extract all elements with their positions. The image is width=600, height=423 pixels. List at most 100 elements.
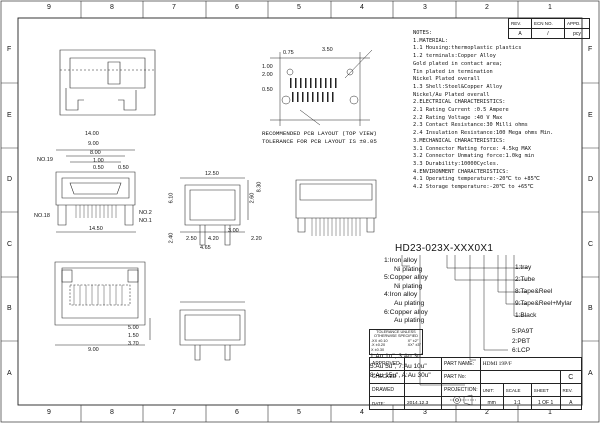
checked-label: CHECKED (369, 370, 405, 384)
option: Au plating (394, 317, 425, 325)
unit-label: UNIT: (479, 383, 504, 397)
dim-label: NO.1 (139, 218, 152, 224)
zone-letter: F (7, 46, 12, 53)
ecn-header: ECN NO. (531, 18, 565, 29)
sheet-label: SHEET (530, 383, 561, 397)
tolerance-value: .X ±0.20 (371, 343, 386, 348)
dim-label: 2.50 (186, 236, 197, 242)
pcb-caption-line2: TOLERANCE FOR PCB LAYOUT IS ±0.05 (262, 137, 377, 145)
zone-number: 6 (235, 4, 239, 11)
dim-label: 1.00 (262, 64, 273, 70)
option: 9:Tape&Reel+Mylar (515, 300, 572, 307)
dim-label: 8.00 (90, 150, 101, 156)
note-line: 1.2 terminals:Copper Alloy (413, 53, 496, 60)
option: 6:LCP (512, 347, 531, 354)
zone-number: 2 (485, 4, 489, 11)
drawed-label: DRAWED (369, 383, 405, 397)
note-line: 4.ENVIRONMENT CHARACTERISTICS: (413, 168, 509, 175)
note-line: Nickel/Au Plated overall (413, 91, 490, 98)
zone-number: 4 (360, 4, 364, 11)
note-line: Nickel Plated overall (413, 76, 480, 83)
tolerance-value: XX° ±3° (407, 343, 421, 348)
rev-value: A (559, 396, 583, 410)
dim-label: 2.20 (251, 236, 262, 242)
sheet-value: 1 OF 1 (530, 396, 561, 410)
dim-label: 4.20 (208, 236, 219, 242)
date-value: 2014.12.3 (404, 396, 442, 410)
drawed-value (404, 383, 442, 397)
size-letter: C (559, 370, 583, 384)
title-block: APPROVED PART NAME: HDMI 19P/F CHECKED P… (369, 357, 583, 410)
zone-letter: C (7, 241, 13, 248)
part-name-value: HDMI 19P/F (479, 357, 583, 371)
dim-label: 1.50 (128, 333, 139, 339)
zone-number: 2 (485, 409, 489, 416)
part-no-label: PART No: (441, 370, 481, 384)
zone-number: 1 (548, 4, 552, 11)
tolerance-title: TOLERANCE UNLESS (376, 330, 416, 334)
option: Au plating (394, 299, 425, 307)
dim-label: 14.50 (89, 226, 103, 232)
dim-label: NO.2 (139, 210, 152, 216)
option: 1:tray (515, 264, 532, 271)
option: 6:Copper alloy (384, 308, 428, 316)
dim-label: 9.00 (88, 347, 99, 353)
approved-value (404, 357, 442, 371)
housing-material-options: 5:PA9T 2:PBT 6:LCP (512, 327, 533, 356)
dim-label: 2.00 (262, 72, 273, 78)
pcb-caption-line1: RECOMMENDED PCB LAYOUT (TOP VIEW) (262, 130, 377, 137)
dim-label: 3.00 (228, 228, 239, 234)
note-line: 2.ELECTRICAL CHARACTERISTICS: (413, 99, 506, 106)
dim-label: 2.40 (168, 232, 175, 244)
revision-table: REV. ECN NO. APPD. A / pcy (508, 18, 590, 39)
note-line: 1.1 Housing:thermoplastic plastics (413, 45, 522, 52)
base-material-options: 1:Iron alloy Ni plating 5:Copper alloy N… (384, 257, 428, 326)
dim-label: 6.10 (168, 192, 175, 204)
tolerance-value: X° ±2° (407, 338, 419, 343)
zone-number: 1 (548, 409, 552, 416)
appd-value: pcy (564, 28, 590, 39)
zone-number: 7 (172, 4, 176, 11)
zone-letter: B (588, 305, 593, 312)
zone-number: 9 (47, 409, 51, 416)
dim-label: 2.60 (249, 192, 256, 204)
bottom-view (54, 261, 151, 346)
projection-value (441, 396, 481, 410)
tolerance-title: OTHERWISE SPECIFIED (373, 334, 419, 339)
dim-label: 4.65 (200, 245, 211, 251)
zone-letter: D (7, 176, 13, 183)
dim-label: 0.50 (262, 87, 273, 93)
zone-letter: A (588, 370, 593, 377)
appd-header: APPD. (564, 18, 590, 29)
dim-label: NO.19 (37, 157, 53, 163)
scale-label: SCALE (502, 383, 532, 397)
zone-number: 7 (172, 409, 176, 416)
zone-number: 3 (423, 4, 427, 11)
dim-label: 0.50 (93, 165, 104, 171)
tolerance-value: .XX ±0.10 (371, 338, 388, 343)
zone-letter: B (7, 305, 12, 312)
rear-view (295, 179, 377, 236)
note-line: 2.1 Rating Current :0.5 Ampere (413, 107, 509, 114)
dim-label: 3.70 (128, 341, 139, 347)
option: Ni plating (394, 265, 423, 273)
zone-number: 9 (47, 4, 51, 11)
option: 2:PBT (512, 337, 531, 345)
rev-label: REV. (559, 383, 583, 397)
zone-letter: A (7, 370, 12, 377)
dim-label: 1.00 (93, 158, 104, 164)
projection-label: PROJECTION: (441, 383, 481, 397)
note-line: Gold plated in contact area; (413, 60, 503, 67)
unit-value: mm (479, 396, 504, 410)
dim-label: 0.50 (118, 165, 129, 171)
dim-label: 5.00 (128, 325, 139, 331)
note-line: 2.3 Contact Resistance:30 Milli ohms (413, 122, 528, 129)
note-line: 3.1 Connector Mating force: 4.5kg MAX (413, 145, 531, 152)
zone-number: 8 (110, 4, 114, 11)
rev-header: REV. (508, 18, 532, 29)
note-line: 1.3 Shell:Steel&Copper Alloy (413, 83, 503, 90)
option: 5:Copper alloy (384, 274, 428, 282)
part-code: HD23-023X-XXX0X1 (395, 243, 494, 254)
option: 5:PA9T (512, 328, 534, 335)
pcb-layout-caption: RECOMMENDED PCB LAYOUT (TOP VIEW) TOLERA… (262, 130, 377, 145)
